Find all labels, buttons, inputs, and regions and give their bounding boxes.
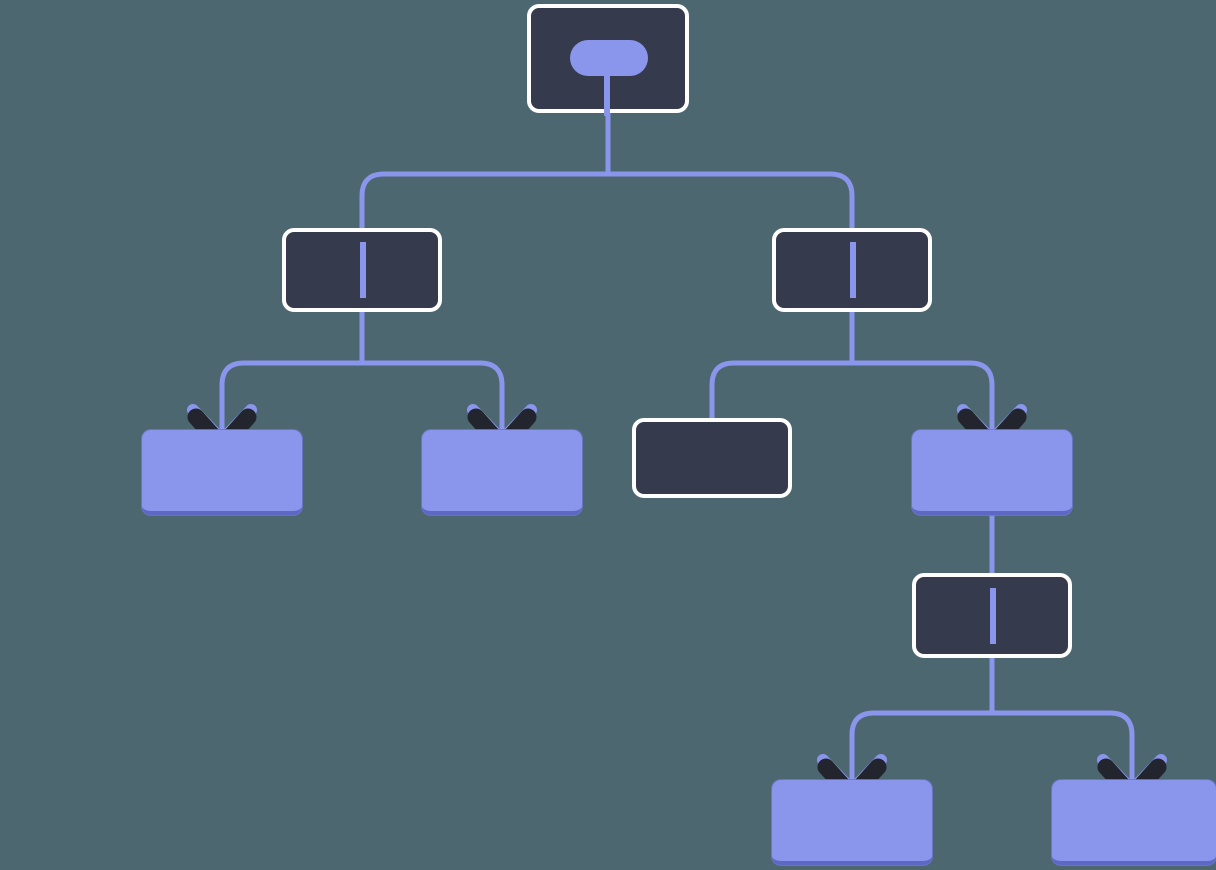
- node-empty-dark[interactable]: [632, 418, 792, 498]
- edge-root-to-level2-right: [605, 113, 855, 228]
- node-leaf-a[interactable]: [142, 430, 302, 515]
- edge-level2right-to-empty-dark: [709, 312, 855, 418]
- root-stem-shape: [604, 68, 610, 116]
- node-leaf-b[interactable]: [422, 430, 582, 515]
- node-level4[interactable]: [912, 573, 1072, 658]
- node-inner-line: [990, 588, 996, 644]
- node-level2-right[interactable]: [772, 228, 932, 312]
- node-branch-c[interactable]: [912, 430, 1072, 515]
- node-leaf-e[interactable]: [1052, 780, 1216, 865]
- node-level2-left[interactable]: [282, 228, 442, 312]
- node-root[interactable]: [527, 4, 689, 116]
- node-leaf-d[interactable]: [772, 780, 932, 865]
- node-inner-line: [360, 242, 366, 298]
- edge-root-to-level2-left: [359, 113, 611, 228]
- node-inner-line: [850, 242, 856, 298]
